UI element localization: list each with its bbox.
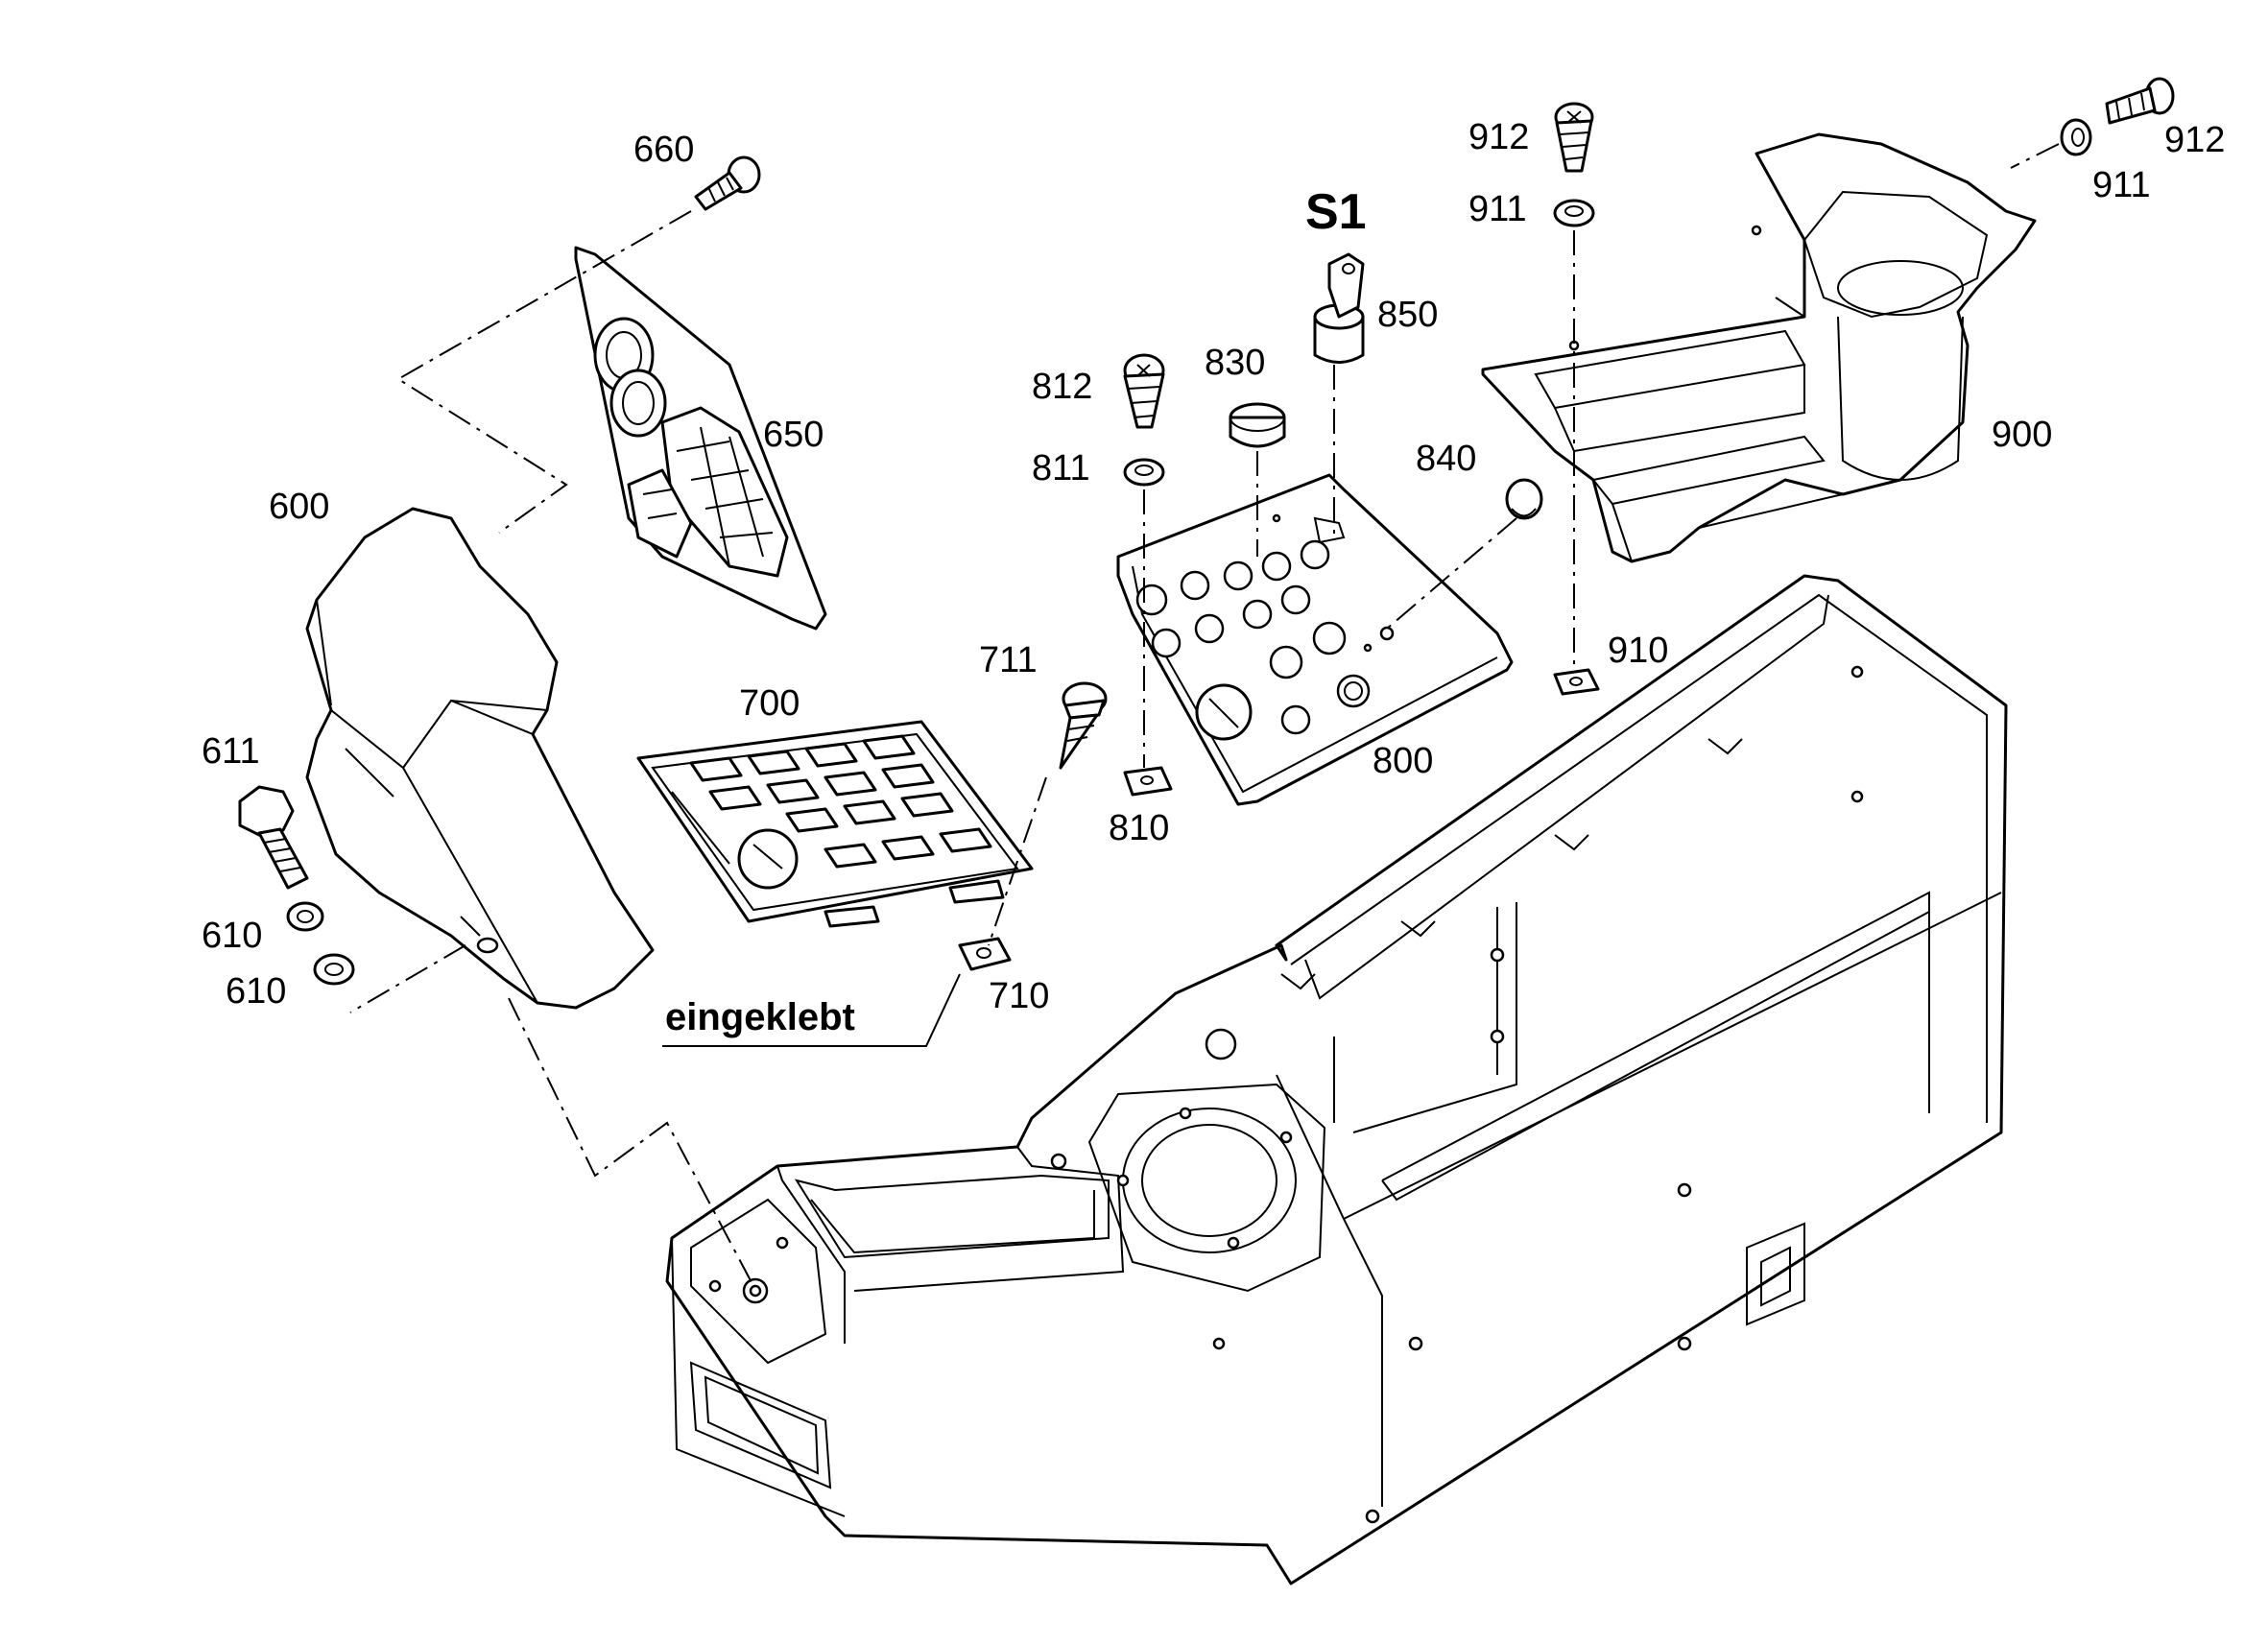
label-711: 711 xyxy=(979,640,1038,680)
console-housing xyxy=(665,574,2008,1585)
label-700: 700 xyxy=(739,683,800,724)
label-912-side: 912 xyxy=(2164,120,2225,160)
label-850: 850 xyxy=(1377,295,1438,335)
part-600-cover xyxy=(305,507,655,1010)
part-650-switch-panel xyxy=(574,246,827,631)
label-900: 900 xyxy=(1992,415,2052,455)
part-912-screw-upper xyxy=(1554,102,1594,173)
part-labels: 660 650 600 611 610 610 700 711 710 812 … xyxy=(202,117,2225,1038)
label-650: 650 xyxy=(763,415,824,455)
label-911-upper: 911 xyxy=(1468,189,1527,229)
label-610-lower: 610 xyxy=(226,971,286,1012)
keypad-keys xyxy=(689,734,992,869)
part-830-plug xyxy=(1229,402,1286,448)
label-910: 910 xyxy=(1608,631,1668,671)
part-812-screw xyxy=(1123,353,1165,429)
label-610-upper: 610 xyxy=(202,916,262,956)
label-710: 710 xyxy=(989,976,1049,1016)
part-912-screw-side xyxy=(2105,77,2175,125)
label-830: 830 xyxy=(1205,343,1265,383)
assembly-lines xyxy=(349,143,2060,1287)
label-810: 810 xyxy=(1109,808,1169,848)
label-800: 800 xyxy=(1373,741,1433,781)
part-800-control-plate xyxy=(1116,473,1514,806)
note-leader xyxy=(662,973,961,1047)
label-811: 811 xyxy=(1032,448,1090,488)
part-610-nut-upper xyxy=(286,901,324,932)
label-s1-group: S1 xyxy=(1305,184,1367,240)
label-611: 611 xyxy=(202,731,260,772)
label-812: 812 xyxy=(1032,367,1092,407)
part-811-washer xyxy=(1123,458,1165,487)
label-912-upper: 912 xyxy=(1468,117,1529,157)
part-660-screw xyxy=(694,155,761,211)
part-710-clip-nut xyxy=(958,937,1012,971)
label-600: 600 xyxy=(269,487,329,527)
part-611-bolt xyxy=(238,785,309,890)
note-eingeklebt: eingeklebt xyxy=(665,996,855,1038)
part-711-screw xyxy=(1059,681,1108,770)
part-910-clip xyxy=(1553,668,1600,696)
part-911-washer-upper xyxy=(1553,199,1595,227)
label-840: 840 xyxy=(1416,439,1476,479)
part-900-tray xyxy=(1481,132,2037,563)
part-911-washer-side xyxy=(2060,118,2092,156)
part-850-key-switch xyxy=(1313,252,1365,364)
part-610-nut-lower xyxy=(313,953,355,986)
label-911-side: 911 xyxy=(2092,165,2151,205)
label-660: 660 xyxy=(633,130,694,170)
part-700-keypad xyxy=(636,720,1034,928)
part-840-knob xyxy=(1505,478,1543,520)
part-810-clip xyxy=(1123,766,1173,797)
